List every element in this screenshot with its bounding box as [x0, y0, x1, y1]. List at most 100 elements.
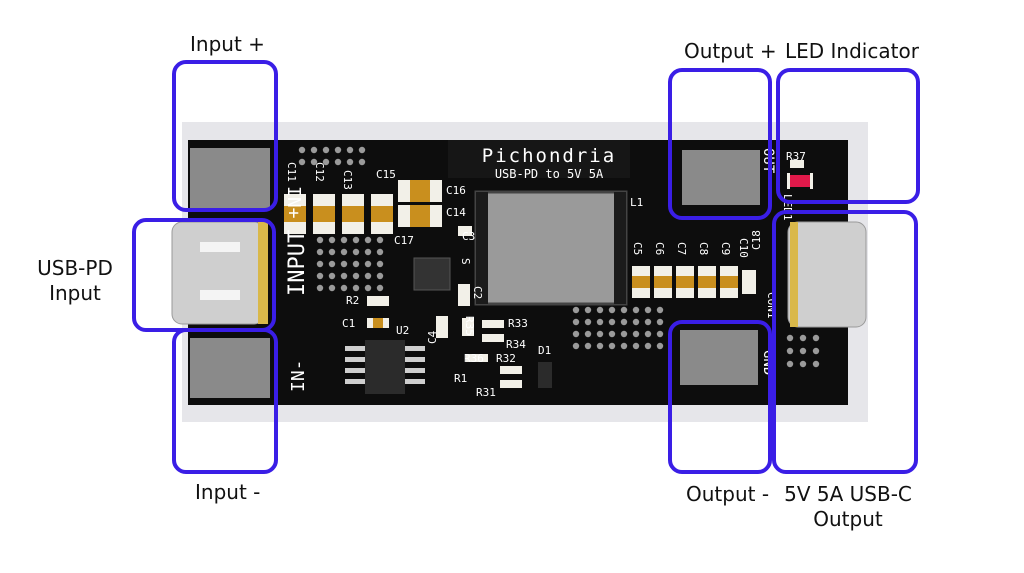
via — [786, 334, 794, 342]
svg-text:R1: R1 — [454, 372, 467, 385]
via — [376, 284, 384, 292]
label-usb-pd-line2: Input — [49, 281, 101, 305]
via — [340, 236, 348, 244]
via — [799, 360, 807, 368]
via — [596, 342, 604, 350]
led-indicator-box — [776, 68, 920, 204]
input-plus-box — [172, 60, 278, 212]
via — [584, 318, 592, 326]
label-usb-pd-input: USB-PD Input — [30, 256, 120, 306]
via — [310, 146, 318, 154]
via — [334, 146, 342, 154]
via — [298, 158, 306, 166]
via — [620, 318, 628, 326]
output-plus-box — [668, 68, 772, 220]
via — [812, 347, 820, 355]
via — [346, 158, 354, 166]
label-led-indicator: LED Indicator — [785, 39, 919, 63]
via — [584, 306, 592, 314]
svg-text:R32: R32 — [496, 352, 516, 365]
svg-text:C12: C12 — [313, 162, 326, 182]
via — [364, 260, 372, 268]
svg-text:R34: R34 — [506, 338, 526, 351]
via — [596, 306, 604, 314]
via — [328, 236, 336, 244]
via — [376, 260, 384, 268]
via — [656, 330, 664, 338]
usb-c-output-connector — [787, 221, 867, 328]
label-usbc-output: 5V 5A USB-C Output — [780, 482, 916, 532]
via — [608, 306, 616, 314]
svg-text:R36: R36 — [464, 352, 484, 365]
label-usbc-output-line1: 5V 5A USB-C — [784, 482, 912, 506]
via — [316, 236, 324, 244]
svg-text:R2: R2 — [346, 294, 359, 307]
via — [364, 248, 372, 256]
ic-u2 — [365, 340, 405, 394]
output-capacitors — [632, 266, 756, 298]
via — [632, 318, 640, 326]
via — [346, 146, 354, 154]
svg-text:L1: L1 — [630, 196, 643, 209]
via — [644, 306, 652, 314]
output-minus-pad — [680, 330, 758, 385]
via — [376, 236, 384, 244]
via — [328, 272, 336, 280]
output-plus-pad — [682, 150, 760, 205]
via — [316, 248, 324, 256]
via — [310, 158, 318, 166]
svg-text:U2: U2 — [396, 324, 409, 337]
svg-text:C14: C14 — [446, 206, 466, 219]
silk-in-minus: IN- — [288, 359, 309, 392]
via — [656, 342, 664, 350]
via — [572, 342, 580, 350]
via — [334, 158, 342, 166]
svg-text:C15: C15 — [376, 168, 396, 181]
via — [632, 342, 640, 350]
board-title: Pichondria — [482, 145, 616, 167]
via — [799, 334, 807, 342]
via — [656, 318, 664, 326]
input-minus-box — [172, 328, 278, 474]
via — [322, 146, 330, 154]
svg-text:D1: D1 — [538, 344, 551, 357]
via — [352, 260, 360, 268]
via — [812, 334, 820, 342]
silk-in-plus: IN+ — [283, 186, 304, 219]
svg-text:C7: C7 — [675, 242, 688, 255]
via — [572, 330, 580, 338]
svg-text:R33: R33 — [508, 317, 528, 330]
ic-u1 — [413, 257, 451, 291]
via — [352, 272, 360, 280]
svg-text:R31: R31 — [476, 386, 496, 399]
via — [316, 272, 324, 280]
input-capacitors — [284, 194, 393, 234]
svg-text:C17: C17 — [394, 234, 414, 247]
via — [364, 284, 372, 292]
via — [799, 347, 807, 355]
via — [608, 318, 616, 326]
svg-text:C3: C3 — [462, 230, 475, 243]
via — [644, 318, 652, 326]
svg-text:S: S — [459, 258, 472, 265]
via — [608, 342, 616, 350]
via — [328, 260, 336, 268]
input-minus-pad — [190, 338, 270, 398]
via — [352, 248, 360, 256]
via — [340, 284, 348, 292]
via — [596, 318, 604, 326]
label-output-plus: Output + — [684, 39, 777, 63]
via — [352, 236, 360, 244]
label-input-minus: Input - — [195, 480, 261, 504]
via — [352, 284, 360, 292]
svg-text:C8: C8 — [697, 242, 710, 255]
via — [596, 330, 604, 338]
label-usb-pd-line1: USB-PD — [37, 256, 113, 280]
via — [328, 248, 336, 256]
silk-input: INPUT — [285, 230, 310, 296]
via — [340, 248, 348, 256]
via — [376, 272, 384, 280]
via — [316, 284, 324, 292]
via — [786, 347, 794, 355]
via — [316, 260, 324, 268]
